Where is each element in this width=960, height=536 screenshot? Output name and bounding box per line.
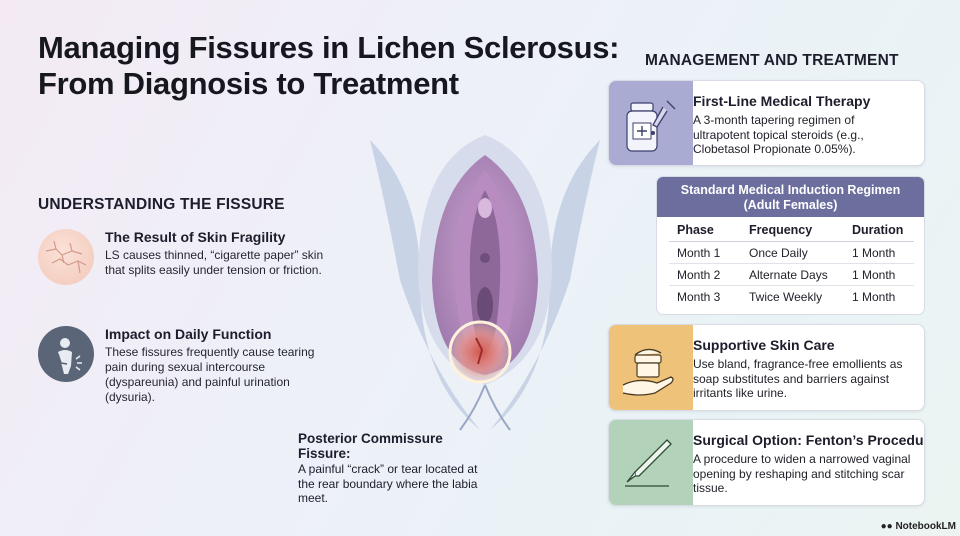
regimen-cell: Month 1 [669, 241, 741, 264]
cream-jar-hand-icon [609, 325, 693, 410]
supportive-skin-care-title: Supportive Skin Care [693, 337, 835, 353]
surgical-option-title: Surgical Option: Fenton’s Procedure [693, 432, 925, 448]
regimen-cell: 1 Month [844, 263, 914, 286]
table-row: Month 2 Alternate Days 1 Month [669, 263, 914, 286]
page-title-line1: Managing Fissures in Lichen Sclerosus: [38, 30, 620, 65]
table-row: Month 1 Once Daily 1 Month [669, 241, 914, 264]
surgical-option-card: Surgical Option: Fenton’s Procedure A pr… [608, 419, 925, 506]
daily-function-text: These fissures frequently cause tearing … [105, 345, 315, 404]
brand-label: NotebookLM [895, 521, 956, 532]
posterior-fissure-callout: Posterior Commissure Fissure: A painful … [298, 431, 478, 506]
regimen-col-phase: Phase [669, 223, 741, 242]
regimen-cell: 1 Month [852, 290, 896, 304]
first-line-therapy-card: First-Line Medical Therapy A 3-month tap… [608, 80, 925, 166]
regimen-cell: Month 2 [669, 263, 741, 286]
person-pain-icon [38, 326, 94, 382]
skin-fragility-text: LS causes thinned, “cigarette paper” ski… [105, 248, 324, 277]
supportive-skin-care-text: Use bland, fragrance-free emollients as … [693, 357, 903, 400]
first-line-therapy-text: A 3-month tapering regimen of ultrapoten… [693, 113, 864, 156]
regimen-cell: Once Daily [741, 241, 844, 264]
regimen-cell: Month 3 [677, 290, 721, 304]
posterior-fissure-text: A painful “crack” or tear located at the… [298, 462, 478, 505]
supportive-skin-care-card: Supportive Skin Care Use bland, fragranc… [608, 324, 925, 411]
skin-fragility-item: The Result of Skin Fragility LS causes t… [38, 229, 328, 289]
page-title: Managing Fissures in Lichen Sclerosus: F… [38, 30, 638, 102]
medicine-bottle-dropper-icon [609, 81, 693, 165]
scalpel-icon [609, 420, 693, 505]
induction-regimen-table: Standard Medical Induction Regimen (Adul… [656, 176, 925, 315]
first-line-therapy-title: First-Line Medical Therapy [693, 93, 871, 109]
notebooklm-logo-icon: ●● [880, 521, 896, 532]
understanding-heading: UNDERSTANDING THE FISSURE [38, 196, 285, 213]
regimen-cell: Alternate Days [741, 263, 844, 286]
regimen-col-frequency: Frequency [741, 223, 844, 242]
notebooklm-brand: ●● NotebookLM [881, 521, 956, 532]
daily-function-item: Impact on Daily Function These fissures … [38, 326, 328, 406]
skin-fragility-title: The Result of Skin Fragility [105, 229, 286, 245]
regimen-col-duration: Duration [844, 223, 914, 242]
regimen-title: Standard Medical Induction Regimen [680, 183, 901, 197]
cracked-skin-icon [38, 229, 94, 285]
page-title-line2: From Diagnosis to Treatment [38, 66, 459, 101]
surgical-option-text: A procedure to widen a narrowed vaginal … [693, 452, 911, 495]
regimen-subtitle: (Adult Females) [743, 198, 838, 212]
daily-function-title: Impact on Daily Function [105, 326, 272, 342]
regimen-cell: 1 Month [844, 241, 914, 264]
posterior-fissure-title: Posterior Commissure Fissure: [298, 431, 443, 461]
regimen-cell: Twice Weekly [749, 290, 823, 304]
table-row: Month 3 Twice Weekly 1 Month [669, 286, 914, 308]
management-heading: MANAGEMENT AND TREATMENT [645, 52, 899, 69]
anatomy-illustration [360, 130, 610, 450]
